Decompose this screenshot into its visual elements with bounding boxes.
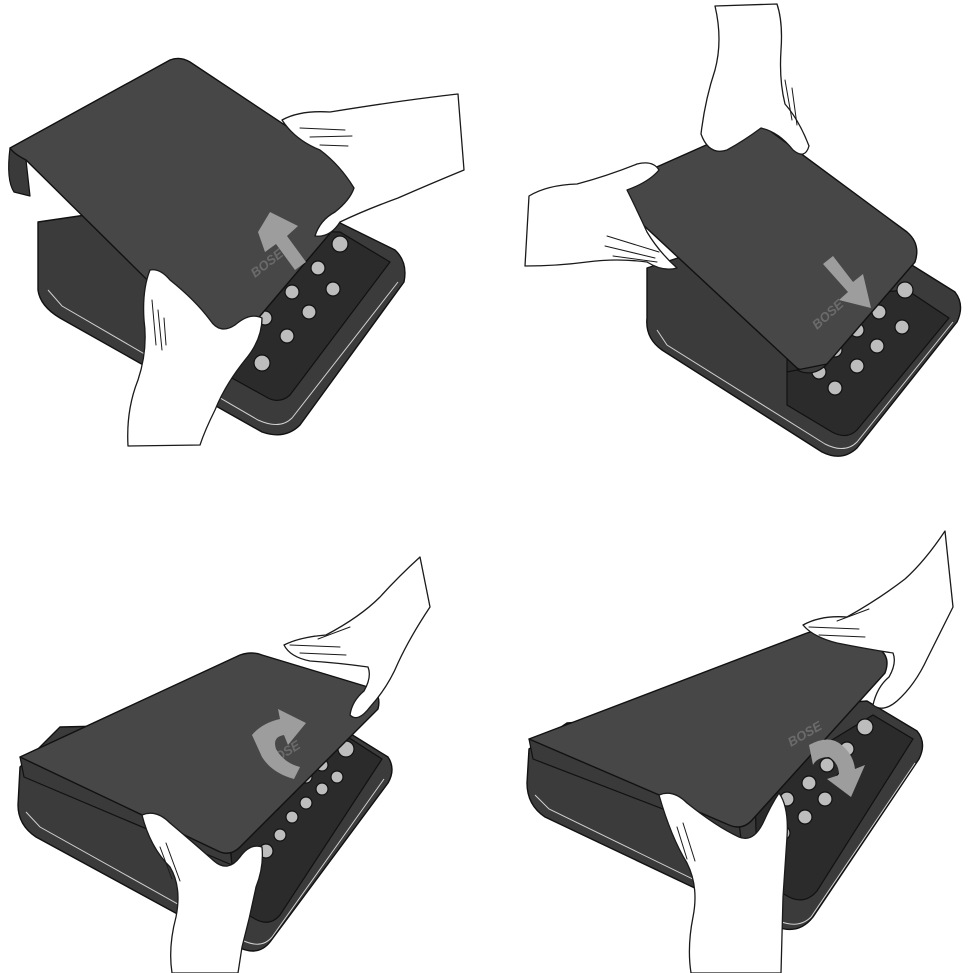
knob: [330, 770, 344, 784]
step-3-svg: BOSE: [17, 556, 431, 973]
knob: [894, 319, 910, 335]
curved-up-arrow: [252, 709, 306, 779]
hand-bottom: [658, 792, 788, 973]
knob: [827, 380, 843, 396]
knob: [279, 328, 295, 344]
knob: [797, 809, 813, 825]
step-4-svg: BOSE: [526, 530, 954, 973]
up-arrow: [258, 212, 306, 270]
hand-top: [802, 530, 954, 709]
knob: [285, 810, 299, 824]
knob: [253, 354, 271, 372]
cover: BOSE: [8, 57, 366, 349]
step-1-svg: BOSE: [8, 57, 465, 447]
knob: [284, 284, 300, 300]
step-2-illustration: BOSE: [487, 0, 974, 486]
knob: [325, 281, 341, 297]
curved-down-arrow: [809, 739, 865, 797]
hand-bottom: [141, 812, 264, 973]
hand-left: [127, 269, 263, 447]
knob: [310, 260, 326, 276]
step-3-illustration: BOSE: [0, 487, 487, 973]
hand-right: [281, 93, 465, 237]
knob: [801, 775, 817, 791]
step-4-illustration: BOSE: [487, 487, 974, 973]
knob: [896, 281, 914, 299]
knob: [301, 304, 317, 320]
step-2-svg: BOSE: [524, 3, 962, 457]
knob: [315, 782, 329, 796]
hand-left: [524, 162, 678, 270]
step-1-illustration: BOSE: [0, 0, 487, 486]
knob: [819, 757, 835, 773]
knob: [849, 358, 865, 374]
knob: [331, 235, 349, 253]
hand-top: [700, 3, 810, 155]
knob: [299, 796, 313, 810]
down-arrow: [823, 256, 871, 308]
knob: [856, 718, 874, 736]
hand-top: [283, 556, 431, 719]
knob: [869, 338, 885, 354]
knob: [817, 791, 833, 807]
knob: [273, 828, 287, 842]
